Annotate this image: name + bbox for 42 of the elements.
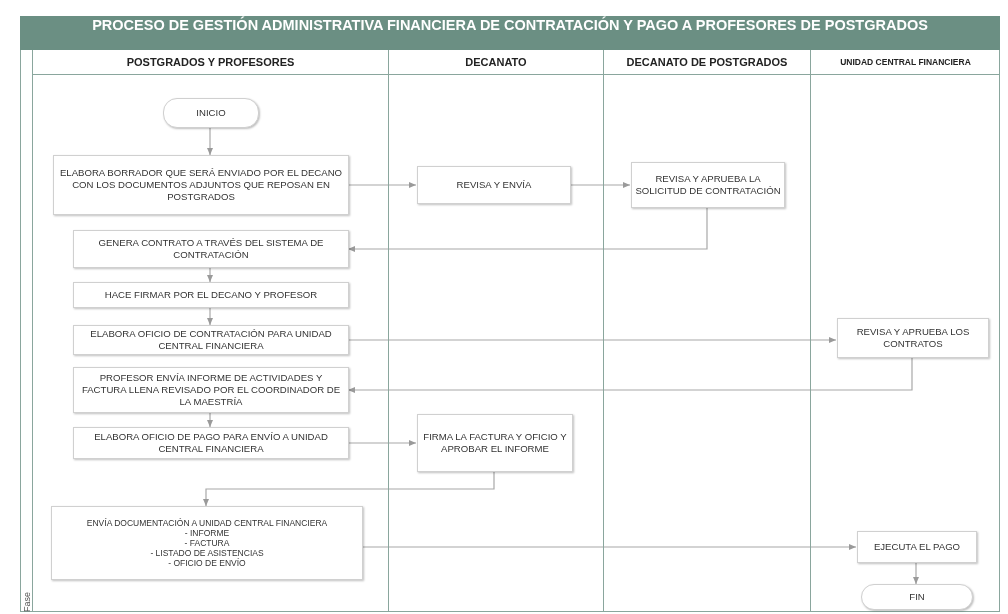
arrow bbox=[347, 357, 913, 393]
swimlane bbox=[32, 50, 388, 612]
process-box: GENERA CONTRATO A TRAVÉS DEL SISTEMA DE CONTRATACIÓN bbox=[73, 230, 349, 268]
process-box: PROFESOR ENVÍA INFORME DE ACTIVIDADES Y FACTURA LLENA REVISADO POR EL COORDINADOR DE LA MAESTRÍA bbox=[73, 367, 349, 413]
box-text: - OFICIO DE ENVÍO bbox=[168, 558, 246, 568]
arrow bbox=[569, 182, 631, 188]
swimlane bbox=[810, 50, 1000, 612]
swimlane bbox=[388, 50, 603, 612]
process-box: ELABORA OFICIO DE PAGO PARA ENVÍO A UNIDAD CENTRAL FINANCIERA bbox=[73, 427, 349, 459]
title-bar: PROCESO DE GESTIÓN ADMINISTRATIVA FINANCIERA DE CONTRATACIÓN Y PAGO A PROFESORES DE POSTGRADOS bbox=[20, 16, 1000, 50]
process-box bbox=[51, 506, 363, 580]
lane-header: DECANATO bbox=[389, 50, 603, 75]
process-box: REVISA Y APRUEBA LOS CONTRATOS bbox=[837, 318, 989, 358]
lane-header: POSTGRADOS Y PROFESORES bbox=[33, 50, 388, 75]
terminator: FIN bbox=[861, 584, 973, 610]
terminator: INICIO bbox=[163, 98, 259, 128]
process-box: ELABORA OFICIO DE CONTRATACIÓN PARA UNIDAD CENTRAL FINANCIERA bbox=[73, 325, 349, 355]
box-text: - INFORME bbox=[184, 528, 230, 538]
arrow bbox=[347, 440, 417, 446]
arrow bbox=[347, 337, 837, 343]
arrow bbox=[361, 544, 857, 550]
process-box: FIRMA LA FACTURA Y OFICIO Y APROBAR EL INFORME bbox=[417, 414, 573, 472]
lane-header: UNIDAD CENTRAL FINANCIERA bbox=[811, 50, 1000, 75]
box-text: ENVÍA DOCUMENTACIÓN A UNIDAD CENTRAL FINANCIERA bbox=[86, 518, 328, 528]
arrow bbox=[913, 562, 919, 585]
process-box: EJECUTA EL PAGO bbox=[857, 531, 977, 563]
process-box: HACE FIRMAR POR EL DECANO Y PROFESOR bbox=[73, 282, 349, 308]
arrow bbox=[207, 307, 213, 326]
process-box: ELABORA BORRADOR QUE SERÁ ENVIADO POR EL DECANO CON LOS DOCUMENTOS ADJUNTOS QUE REPOSAN EN POSTGRADOS bbox=[53, 155, 349, 215]
box-text: - LISTADO DE ASISTENCIAS bbox=[150, 548, 264, 558]
arrow bbox=[347, 182, 417, 188]
swimlane bbox=[603, 50, 810, 612]
box-text: - FACTURA bbox=[184, 538, 230, 548]
process-box: REVISA Y APRUEBA LA SOLICITUD DE CONTRATACIÓN bbox=[631, 162, 785, 208]
process-box: REVISA Y ENVÍA bbox=[417, 166, 571, 204]
arrow bbox=[207, 267, 213, 283]
phase-label: Fase bbox=[22, 592, 32, 612]
lane-header: DECANATO DE POSTGRADOS bbox=[604, 50, 810, 75]
arrow bbox=[347, 207, 708, 252]
arrow bbox=[203, 471, 495, 507]
arrow bbox=[207, 127, 213, 156]
arrow bbox=[207, 412, 213, 428]
